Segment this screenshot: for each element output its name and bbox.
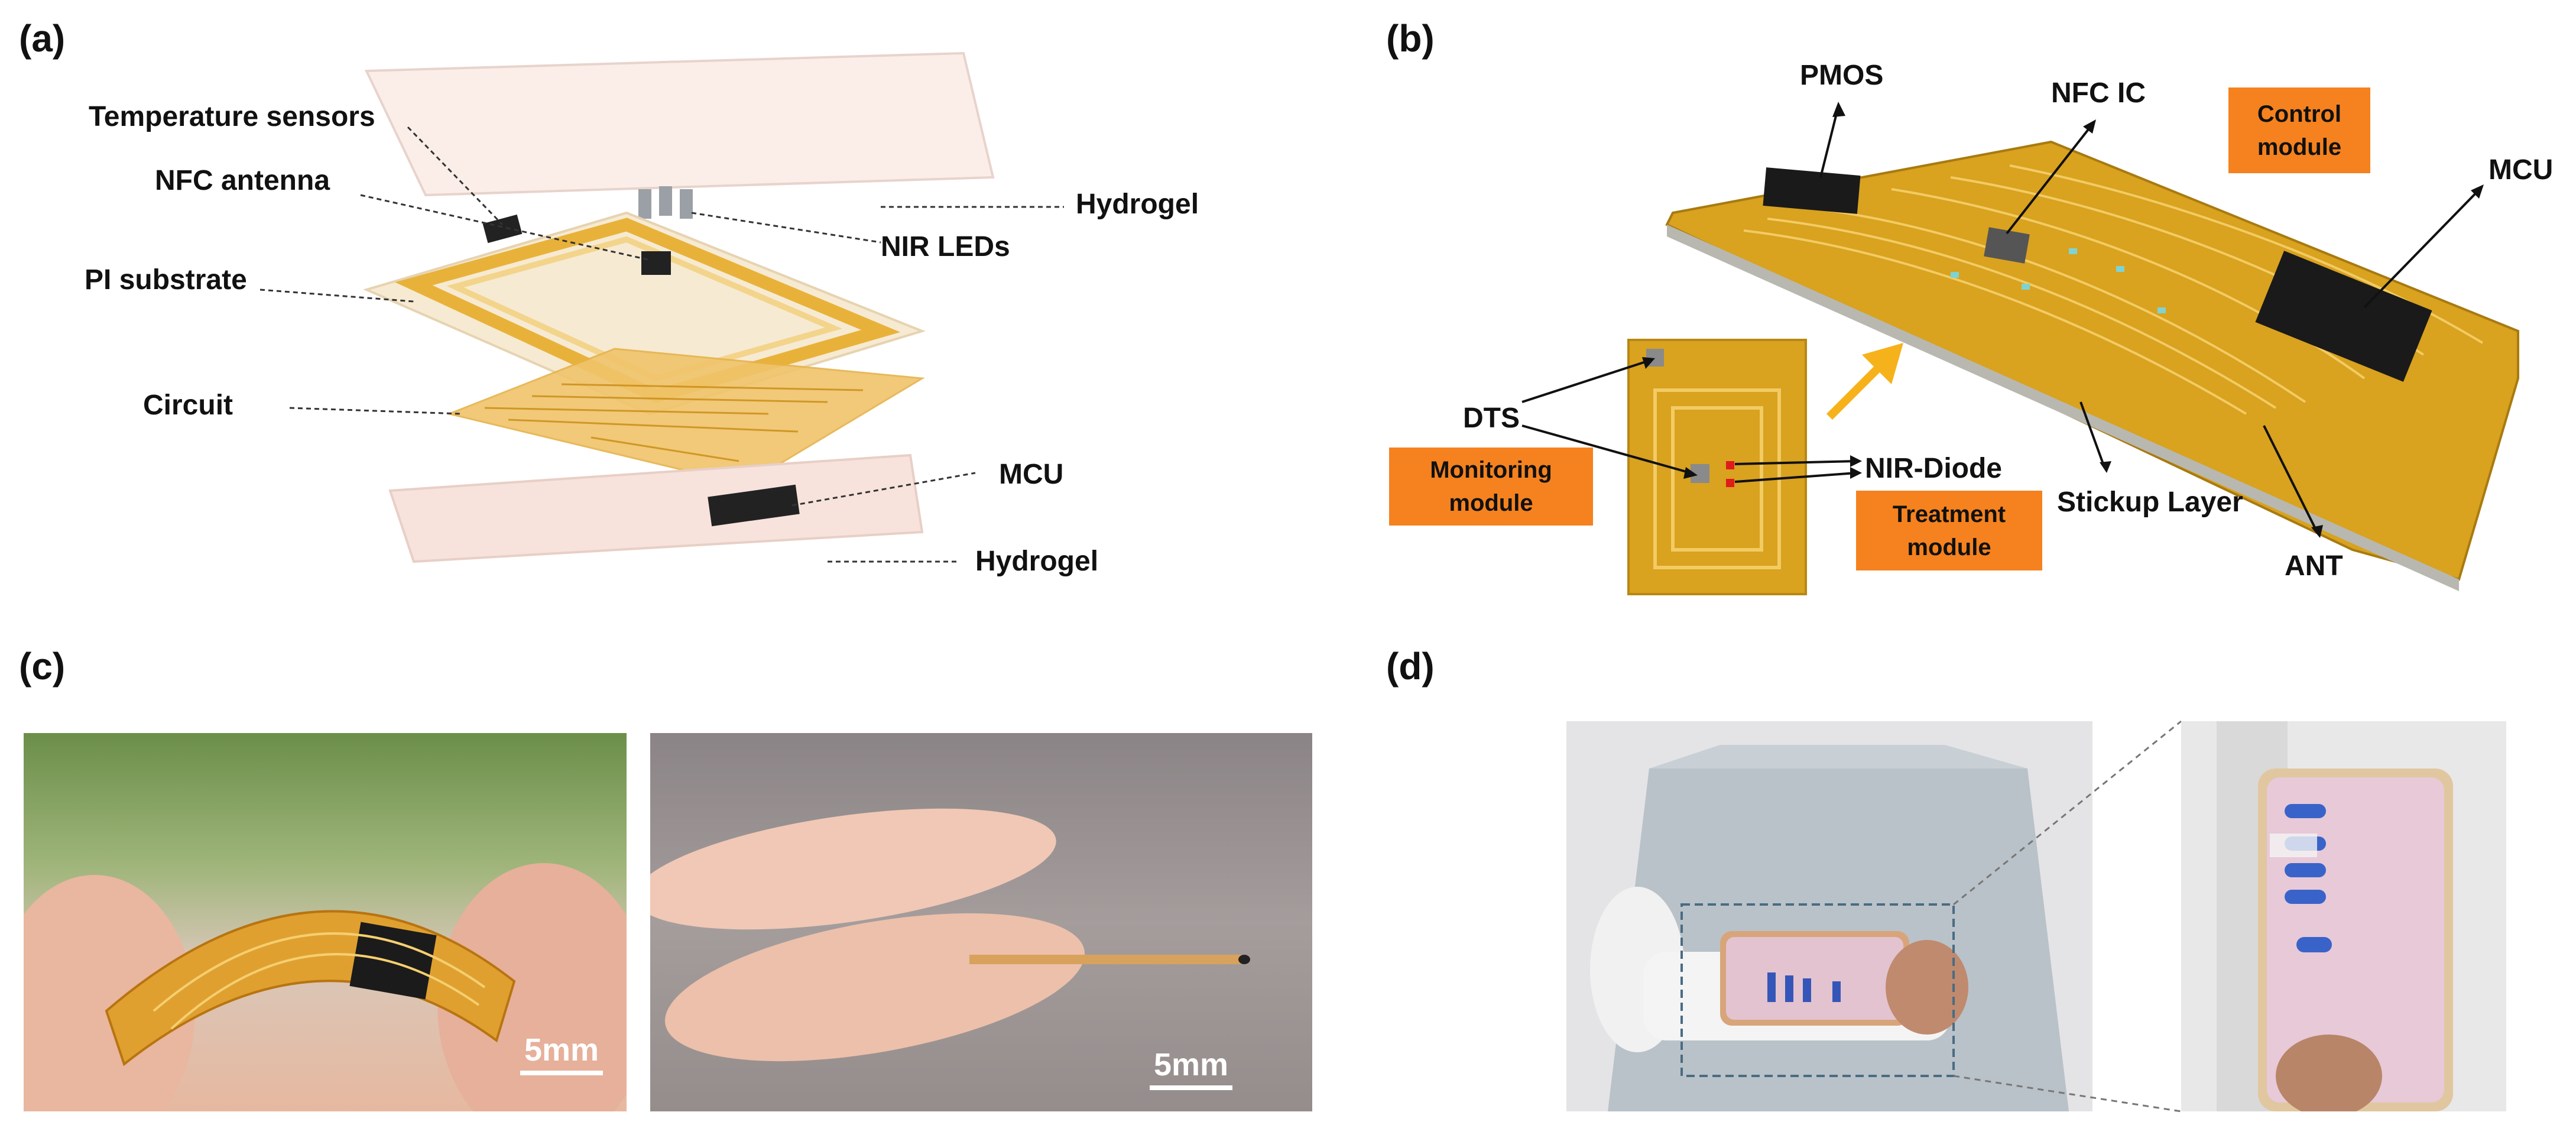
scale-bar-left-line <box>520 1071 603 1075</box>
monitoring-module-box: Monitoring module <box>1389 448 1593 526</box>
monitoring-pcb <box>1627 339 1807 595</box>
nir-led-3 <box>680 189 693 219</box>
photo-phone-app-closeup <box>2181 721 2506 1111</box>
zoom-region-box <box>1680 903 1955 1077</box>
panel-label-a: (a) <box>19 17 66 60</box>
nir-diode-1 <box>1726 461 1734 469</box>
nir-led-2 <box>659 186 672 216</box>
label-nfc-ic: NFC IC <box>2051 77 2146 109</box>
treatment-module-line2: module <box>1907 534 1991 560</box>
label-nfc-antenna: NFC antenna <box>155 165 330 196</box>
scale-bar-left: 5mm <box>520 1032 603 1075</box>
mcu-chip <box>708 484 800 527</box>
mcu-chip-b <box>2255 251 2432 382</box>
treatment-module-box: Treatment module <box>1856 491 2042 570</box>
photo-d-left-illustration <box>1566 721 2092 1111</box>
temperature-sensor-chip <box>482 214 523 244</box>
label-ant: ANT <box>2285 550 2343 582</box>
nir-led-1 <box>638 189 651 219</box>
control-module-line1: Control <box>2257 100 2342 127</box>
label-pmos: PMOS <box>1800 60 1884 91</box>
label-stickup-layer: Stickup Layer <box>2057 487 2243 518</box>
photo-c-right-illustration <box>650 808 1250 1062</box>
label-pi-substrate: PI substrate <box>85 264 247 296</box>
control-module-line2: module <box>2257 134 2342 160</box>
label-dts: DTS <box>1463 403 1520 434</box>
monitoring-module-line1: Monitoring <box>1430 457 1552 483</box>
label-temperature-sensors: Temperature sensors <box>89 101 375 132</box>
label-mcu-a: MCU <box>999 459 1064 490</box>
pmos-chip <box>1763 167 1861 214</box>
hydrogel-bottom-layer <box>388 453 924 563</box>
label-hydrogel-top: Hydrogel <box>1076 189 1199 220</box>
label-circuit: Circuit <box>143 390 233 421</box>
nfc-antenna-chip <box>641 251 671 275</box>
circuit-layer <box>446 348 925 486</box>
label-nir-diode: NIR-Diode <box>1865 453 2002 484</box>
scale-bar-right-label: 5mm <box>1153 1047 1229 1082</box>
yellow-arrow <box>1826 343 1903 420</box>
hydrogel-top-layer <box>364 51 995 197</box>
photo-d-right-illustration <box>2181 721 2506 1111</box>
panel-label-b: (b) <box>1386 17 1435 60</box>
monitoring-module-line2: module <box>1449 490 1533 516</box>
scale-bar-left-label: 5mm <box>524 1032 599 1068</box>
label-hydrogel-bottom: Hydrogel <box>975 546 1099 577</box>
panel-label-c: (c) <box>19 645 66 688</box>
scale-bar-right: 5mm <box>1150 1046 1232 1090</box>
label-mcu-b: MCU <box>2489 154 2554 186</box>
label-nir-leds: NIR LEDs <box>881 231 1010 262</box>
photo-flexible-device-bent: 5mm <box>24 733 627 1111</box>
photo-flexible-device-thin: 5mm <box>650 733 1312 1111</box>
nfc-antenna-trace <box>395 218 901 403</box>
nir-diode-2 <box>1726 479 1734 487</box>
scale-bar-right-line <box>1150 1085 1232 1090</box>
photo-arm-with-phone <box>1566 721 2092 1111</box>
panel-label-d: (d) <box>1386 645 1435 688</box>
control-module-box: Control module <box>2228 87 2370 173</box>
nfc-ic-chip <box>1984 227 2030 264</box>
treatment-module-line1: Treatment <box>1892 501 2006 527</box>
photo-c-left-illustration <box>24 863 627 1111</box>
